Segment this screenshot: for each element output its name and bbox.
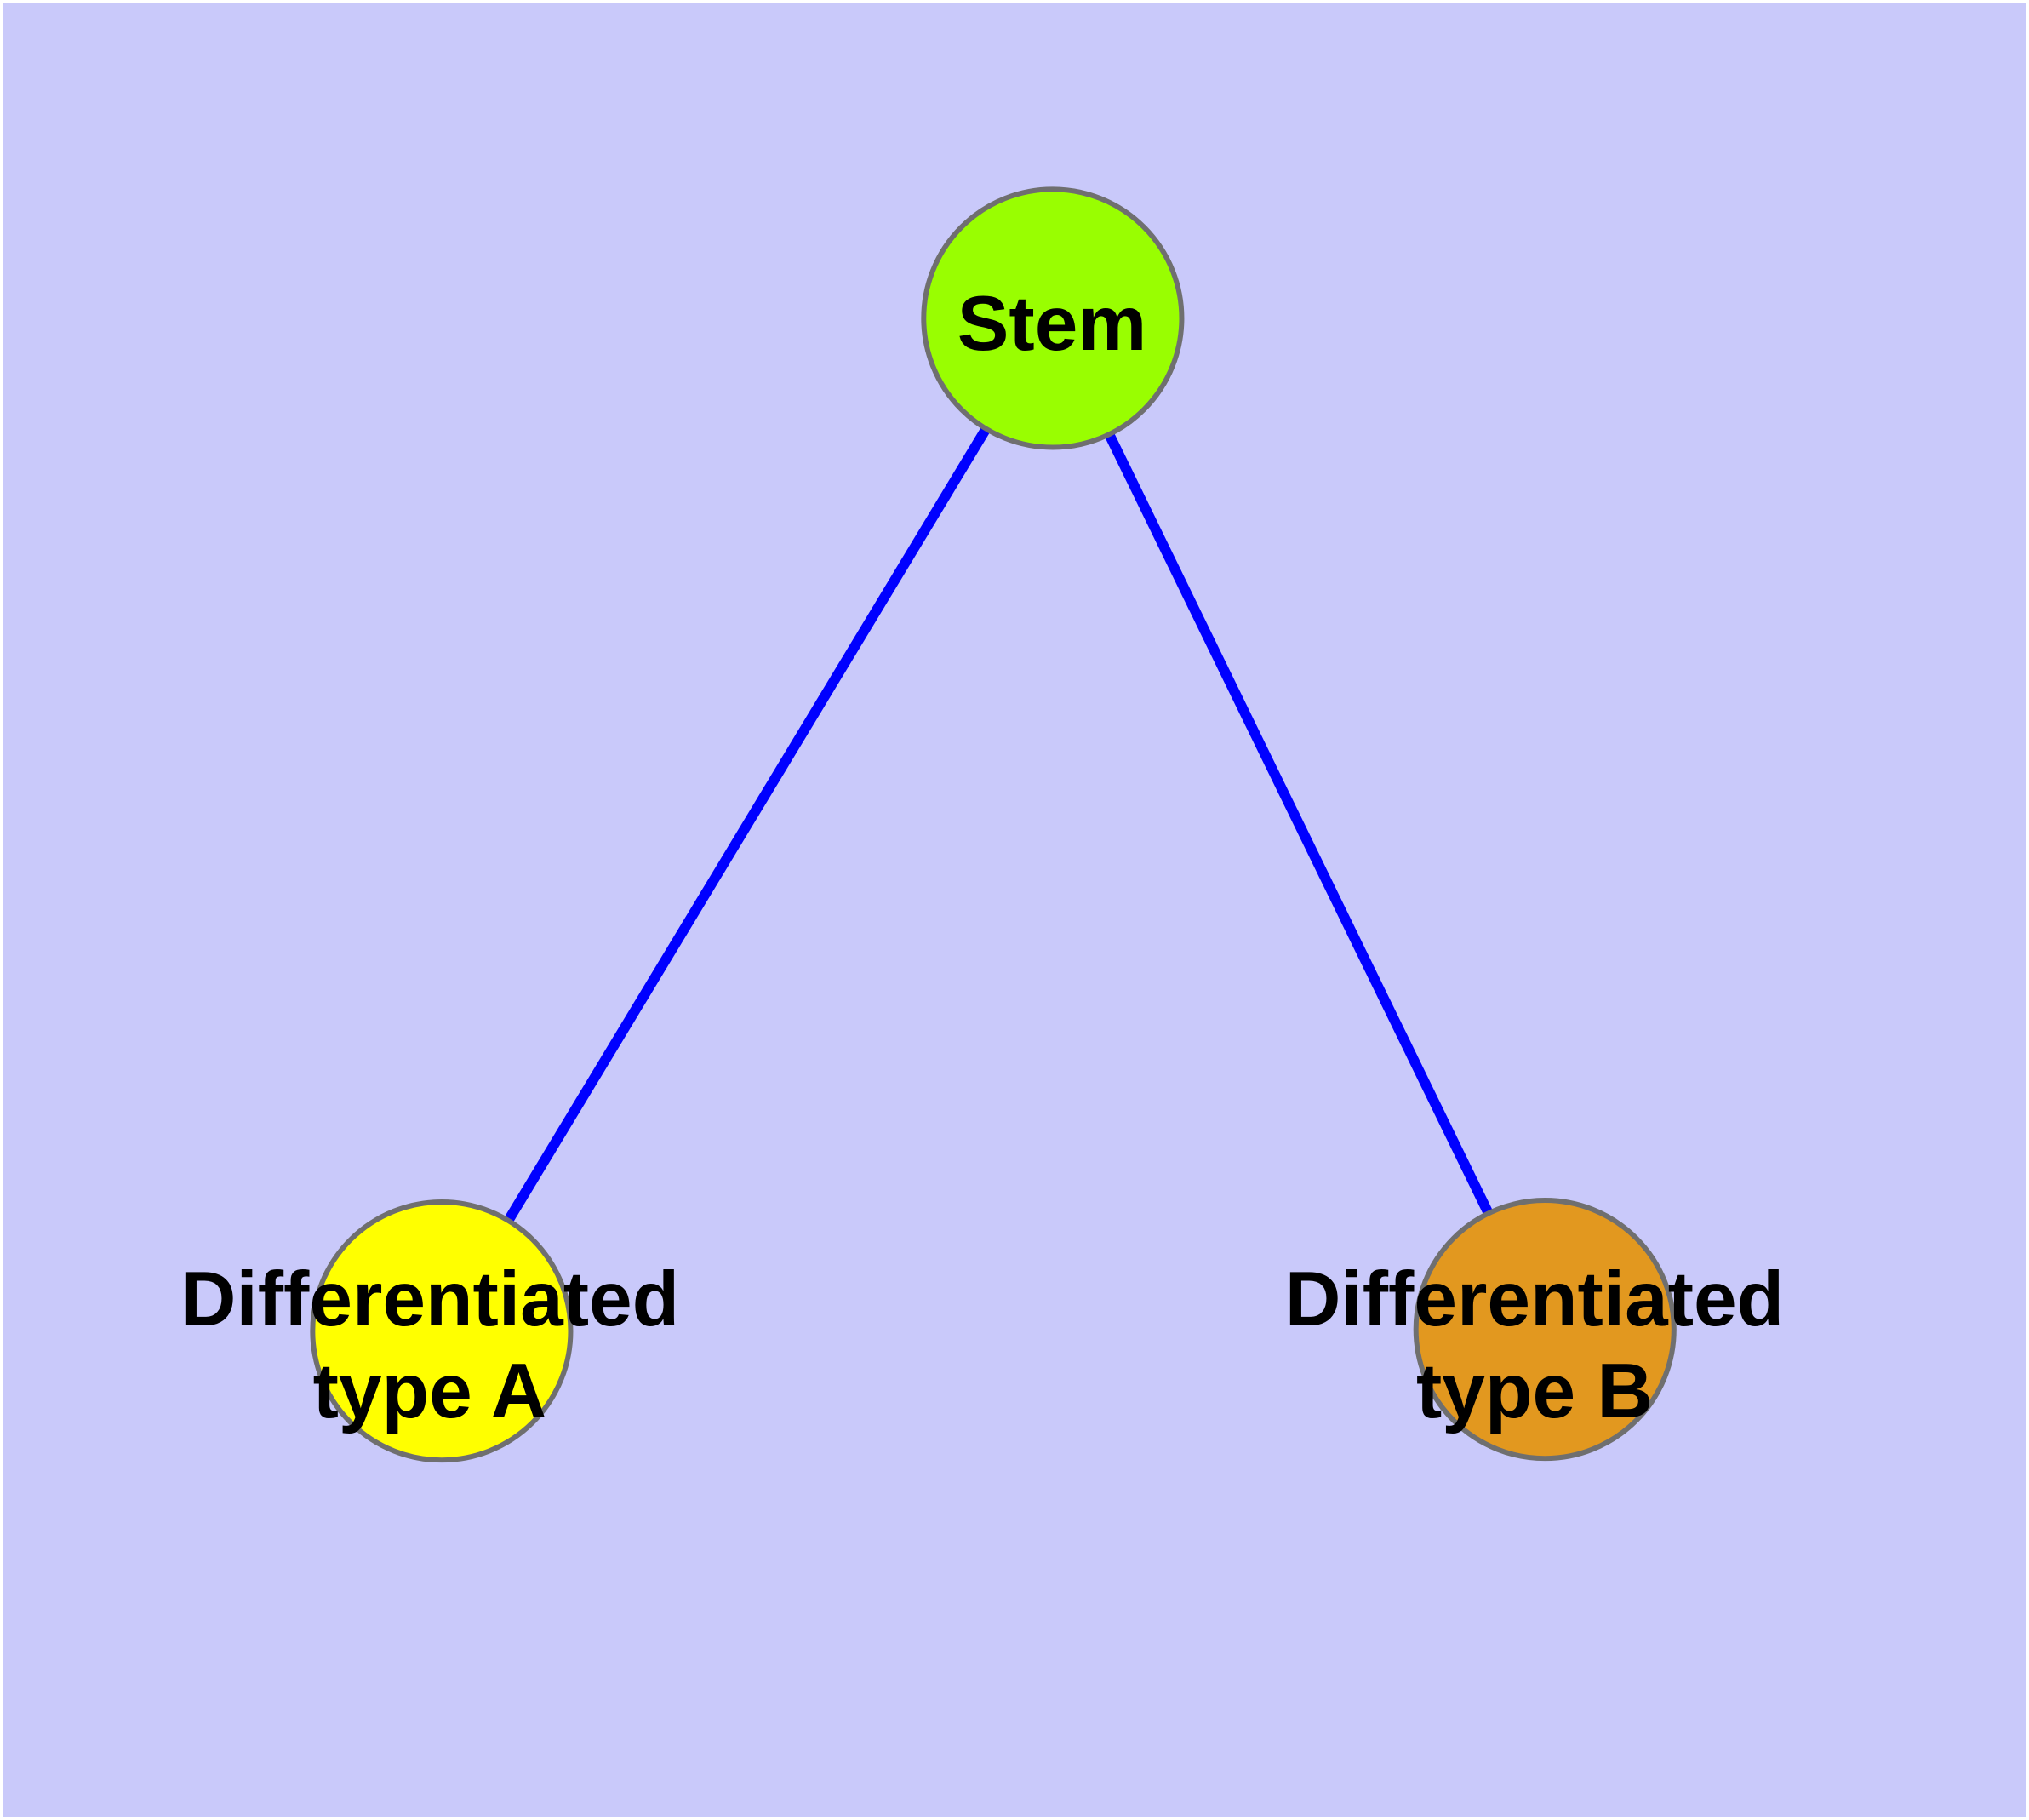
edge-stem-to-type-a xyxy=(437,315,1057,1334)
node-type-b-circle xyxy=(1413,1198,1677,1462)
node-type-a-label: Differentiated type A xyxy=(180,1254,680,1438)
edge-stem-to-type-b xyxy=(1048,316,1550,1332)
node-stem-label: Stem xyxy=(957,278,1147,370)
node-type-b-label-line-2: type B xyxy=(1415,1348,1654,1434)
node-type-a-label-line-2: type A xyxy=(312,1348,547,1434)
node-type-b-label: Differentiated type B xyxy=(1285,1254,1785,1438)
graph-svg xyxy=(310,186,1677,1463)
node-type-a-label-line-1: Differentiated xyxy=(180,1256,680,1342)
node-stem-circle xyxy=(921,186,1185,450)
node-stem-label-line: Stem xyxy=(957,281,1147,367)
node-type-b-label-line-1: Differentiated xyxy=(1284,1256,1785,1342)
node-type-a-circle xyxy=(310,1199,574,1463)
